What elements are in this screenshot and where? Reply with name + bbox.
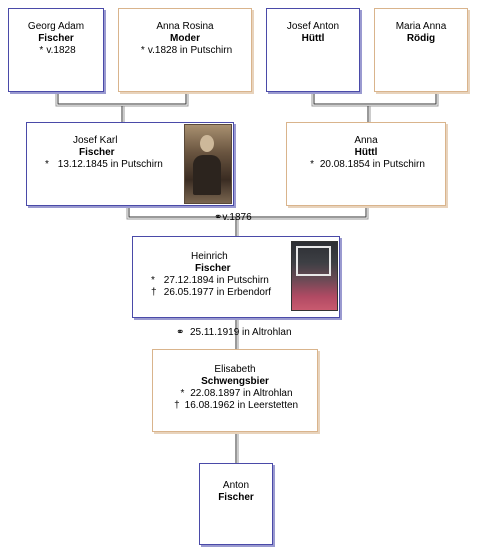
person-card-heinrich-fischer[interactable]: Heinrich Fischer * 27.12.1894 in Putschi… bbox=[132, 236, 340, 318]
person-card-maria-anna-roedig[interactable]: Maria Anna Rödig bbox=[374, 8, 468, 92]
death-info: 16.08.1962 in Leerstetten bbox=[184, 400, 299, 411]
death-symbol: † bbox=[151, 287, 157, 298]
first-name: Anna bbox=[354, 135, 378, 146]
last-name: Rödig bbox=[406, 33, 436, 44]
birth-line: * 27.12.1894 in Putschirn bbox=[151, 275, 339, 287]
birth-info: 13.12.1845 in Putschirn bbox=[57, 159, 163, 170]
person-card-elisabeth-schwengsbier[interactable]: Elisabeth Schwengsbier * 22.08.1897 in A… bbox=[152, 349, 318, 432]
first-name: Heinrich bbox=[191, 251, 228, 262]
marriage-date: 25.11.1919 in Altrohlan bbox=[189, 327, 292, 338]
death-symbol: † bbox=[174, 400, 180, 411]
person-card-anton-fischer[interactable]: Anton Fischer bbox=[199, 463, 273, 545]
last-name: Fischer bbox=[218, 492, 254, 503]
birth-symbol: * bbox=[45, 159, 49, 170]
birth-info: 22.08.1897 in Altrohlan bbox=[190, 388, 293, 399]
birth-symbol: * bbox=[151, 275, 155, 286]
birth-line: * 22.08.1897 in Altrohlan bbox=[153, 388, 317, 400]
portrait-photo bbox=[184, 124, 232, 204]
first-name: Josef Anton bbox=[286, 21, 340, 32]
first-name: Elisabeth bbox=[214, 364, 256, 375]
person-card-georg-adam-fischer[interactable]: Georg Adam Fischer *v.1828 bbox=[8, 8, 104, 92]
last-name: Hüttl bbox=[301, 33, 325, 44]
birth-line: *v.1828 in Putschirn bbox=[119, 45, 251, 57]
last-name: Schwengsbier bbox=[201, 376, 269, 387]
birth-symbol: * bbox=[140, 45, 145, 56]
person-card-josef-karl-fischer[interactable]: Josef Karl Fischer * 13.12.1845 in Putsc… bbox=[26, 122, 234, 206]
first-name: Anna Rosina bbox=[156, 21, 214, 32]
death-line: † 26.05.1977 in Erbendorf bbox=[151, 287, 339, 299]
portrait-photo bbox=[291, 241, 338, 311]
person-card-josef-anton-huettl[interactable]: Josef Anton Hüttl bbox=[266, 8, 360, 92]
first-name: Josef Karl bbox=[73, 135, 118, 146]
first-name: Anton bbox=[222, 480, 250, 491]
birth-symbol: * bbox=[180, 388, 185, 399]
first-name: Maria Anna bbox=[395, 21, 447, 32]
marriage-label-2: ⚭ 25.11.1919 in Altrohlan bbox=[176, 327, 292, 338]
birth-line: *v.1828 bbox=[9, 45, 103, 57]
birth-info: 27.12.1894 in Putschirn bbox=[163, 275, 269, 286]
last-name: Fischer bbox=[38, 33, 74, 44]
marriage-date: v.1876 bbox=[222, 212, 252, 223]
marriage-icon: ⚭ bbox=[176, 327, 185, 338]
person-card-anna-rosina-moder[interactable]: Anna Rosina Moder *v.1828 in Putschirn bbox=[118, 8, 252, 92]
birth-info: v.1828 in Putschirn bbox=[147, 45, 233, 56]
marriage-icon: ⚭ bbox=[214, 212, 223, 223]
birth-symbol: * bbox=[39, 45, 44, 56]
birth-line: * 13.12.1845 in Putschirn bbox=[45, 159, 233, 171]
birth-info: 20.08.1854 in Putschirn bbox=[319, 159, 425, 170]
birth-info: v.1828 bbox=[46, 45, 76, 56]
birth-line: * 20.08.1854 in Putschirn bbox=[287, 159, 445, 171]
person-card-anna-huettl[interactable]: Anna Hüttl * 20.08.1854 in Putschirn bbox=[286, 122, 446, 206]
death-line: † 16.08.1962 in Leerstetten bbox=[153, 400, 317, 412]
first-name: Georg Adam bbox=[27, 21, 85, 32]
last-name: Fischer bbox=[195, 263, 231, 274]
marriage-label-1: ⚭v.1876 bbox=[214, 212, 252, 223]
last-name: Fischer bbox=[79, 147, 115, 158]
last-name: Hüttl bbox=[354, 147, 378, 158]
birth-symbol: * bbox=[310, 159, 315, 170]
last-name: Moder bbox=[170, 33, 200, 44]
death-info: 26.05.1977 in Erbendorf bbox=[163, 287, 272, 298]
